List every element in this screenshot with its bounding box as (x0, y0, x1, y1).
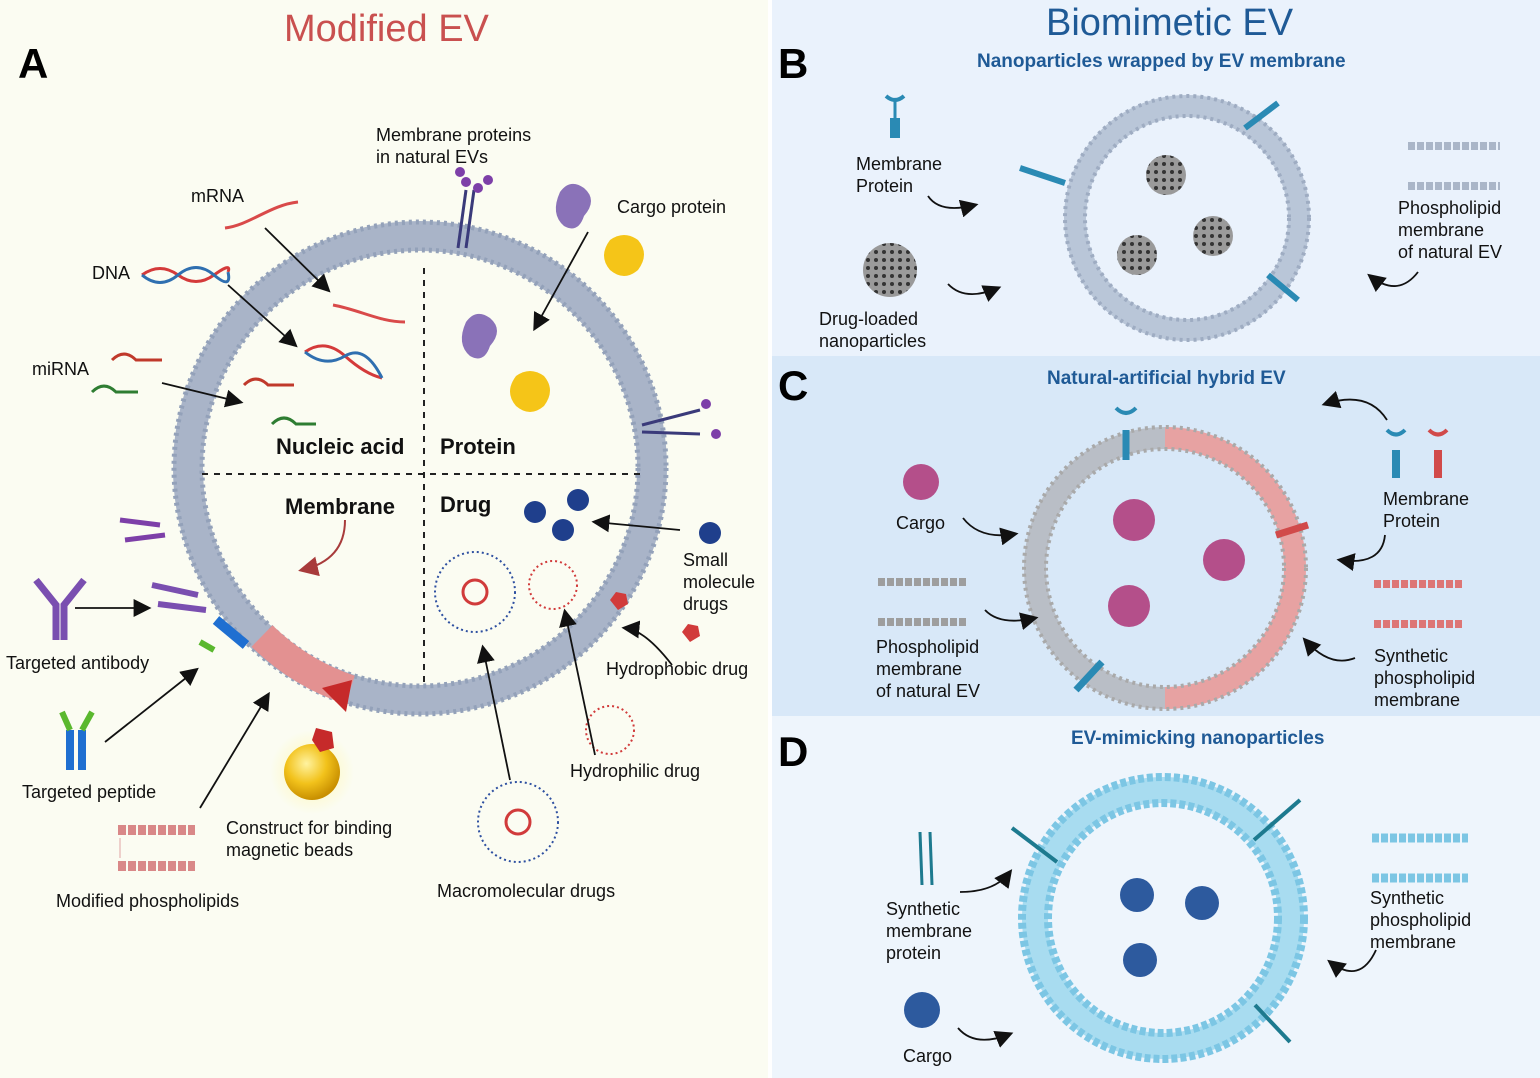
np-icons-b (863, 155, 1233, 297)
mrna-icon (224, 200, 299, 230)
panel-letter-d: D (778, 728, 809, 775)
phospholipid-b-icon (1408, 142, 1500, 190)
arrows-b (927, 195, 1419, 302)
panel-letter-c: C (778, 362, 809, 409)
membrane-protein-c-icon (1073, 406, 1449, 693)
label-mirna: miRNA (32, 359, 89, 379)
panel-b-subtitle: Nanoparticles wrapped by EV membrane (977, 51, 1346, 72)
modified-phospholipids-icon (118, 825, 195, 871)
arrows-c (962, 390, 1388, 662)
label-b-drug-loaded: Drug-loaded nanoparticles (819, 309, 927, 351)
label-dna: DNA (92, 263, 131, 283)
ev-membrane-c (1022, 425, 1308, 711)
label-construct: Construct for binding magnetic beads (226, 818, 393, 860)
panel-c-hybrid-ev (772, 356, 1540, 716)
membrane-protein-icon (455, 167, 493, 249)
panel-letter-a: A (18, 40, 49, 87)
panel-a-title: Modified EV (284, 8, 489, 50)
label-hydrophobic: Hydrophobic drug (606, 659, 749, 679)
panel-c-subtitle: Natural-artificial hybrid EV (1047, 368, 1286, 389)
membrane-arrow (298, 519, 346, 577)
label-c-synthetic: Synthetic phospholipid membrane (1374, 646, 1476, 710)
label-d-synthetic: Synthetic phospholipid membrane (1370, 888, 1472, 952)
label-b-membrane-protein: Membrane Protein (856, 154, 943, 196)
label-mrna: mRNA (191, 186, 244, 206)
quadrant-nucleic-acid: Nucleic acid (276, 434, 405, 459)
mrna-inside-icon (332, 303, 406, 324)
ev-membrane-d (1018, 773, 1308, 1063)
biomimetic-title: Biomimetic EV (1046, 2, 1294, 44)
side-membrane-protein-icon (641, 399, 721, 439)
quadrant-drug: Drug (440, 492, 492, 517)
label-d-synthetic-protein: Synthetic membrane protein (886, 899, 973, 963)
label-c-membrane-protein: Membrane Protein (1383, 489, 1470, 531)
label-c-cargo: Cargo (896, 513, 946, 533)
membrane-protein-b-icon (884, 94, 1300, 303)
label-small-molecule: Small molecule drugs (683, 550, 756, 614)
label-targeted-antibody: Targeted antibody (6, 653, 150, 673)
label-targeted-peptide: Targeted peptide (22, 782, 157, 802)
panel-letter-b: B (778, 40, 809, 87)
label-d-cargo: Cargo (903, 1046, 953, 1066)
targeted-antibody-icon (33, 577, 207, 640)
phospholipid-c-icons (878, 578, 1464, 628)
quadrant-protein: Protein (440, 434, 516, 459)
label-cargo-protein: Cargo protein (617, 197, 727, 217)
label-modified-phospholipids: Modified phospholipids (56, 891, 240, 911)
mirna-icon (90, 352, 316, 426)
cargo-d-icons (904, 878, 1219, 1028)
quadrant-membrane: Membrane (285, 494, 396, 519)
quadrant-dividers (202, 268, 640, 688)
cargo-protein-icon (461, 183, 644, 412)
cargo-c-icons (903, 464, 1245, 627)
hydrophilic-liposome-icon (528, 560, 635, 755)
macromolecular-micelle-icon (434, 551, 559, 863)
panel-d-subtitle: EV-mimicking nanoparticles (1071, 728, 1325, 749)
label-c-phospholipid: Phospholipid membrane of natural EV (876, 637, 981, 701)
synthetic-protein-d-icon (918, 798, 1302, 1044)
arrows-a (75, 227, 681, 809)
small-molecule-icon (524, 489, 721, 544)
magnetic-bead-icon (270, 680, 354, 814)
targeted-peptide-icon (59, 616, 250, 770)
arrows-d (957, 869, 1377, 1048)
dna-icon (141, 266, 231, 284)
ev-membrane-b (1063, 94, 1311, 342)
hydrophobic-drug-icon (610, 592, 700, 642)
phospholipid-d-icon (1372, 833, 1468, 883)
label-membrane-proteins: Membrane proteins in natural EVs (376, 125, 532, 167)
label-macromolecular: Macromolecular drugs (437, 881, 616, 901)
dna-inside-icon (304, 344, 384, 380)
label-hydrophilic: Hydrophilic drug (570, 761, 701, 781)
membrane-bound-protein-icon (119, 517, 166, 543)
label-b-phospholipid: Phospholipid membrane of natural EV (1398, 198, 1503, 262)
